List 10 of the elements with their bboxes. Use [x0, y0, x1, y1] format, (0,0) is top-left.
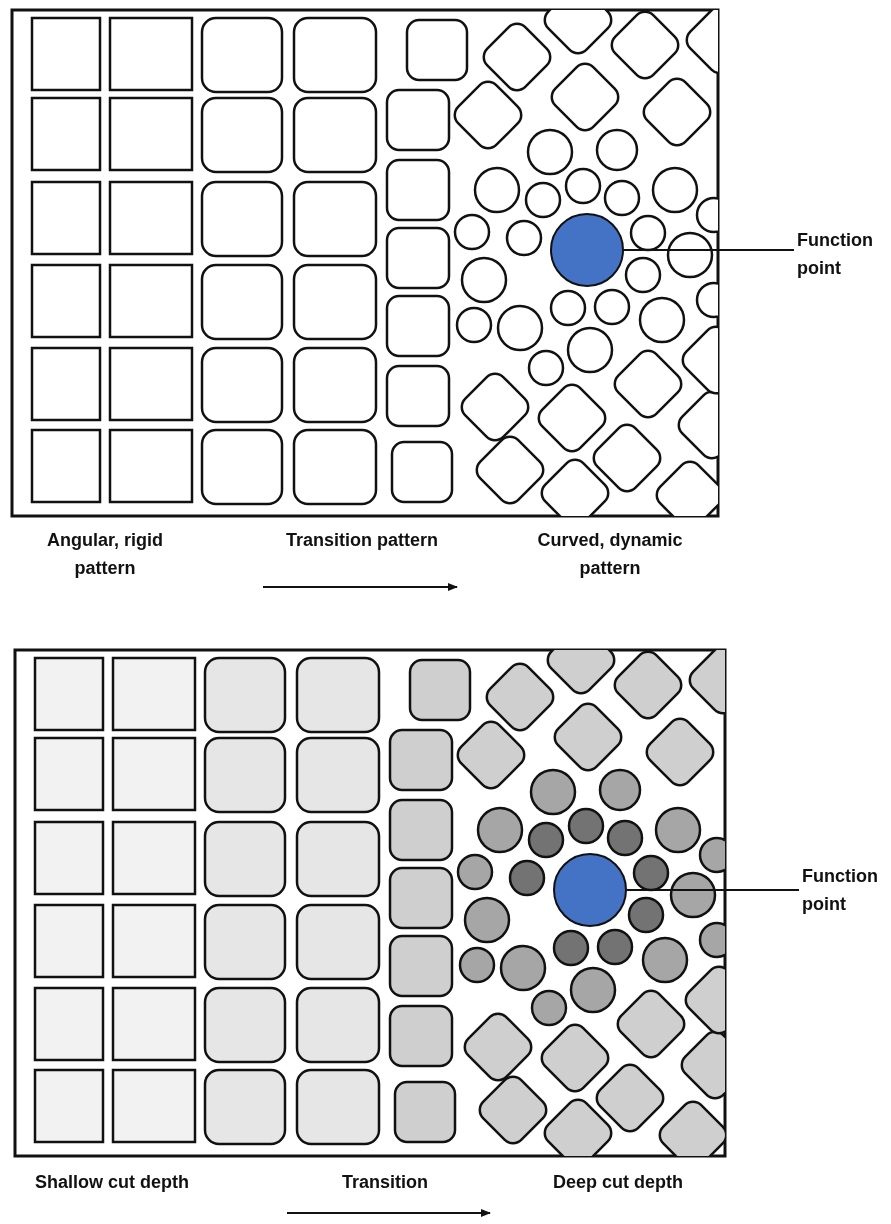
caption-text: Angular, rigid pattern — [46, 529, 164, 580]
caption-text: Deep cut depth — [552, 1171, 684, 1194]
callout-text: Function point — [802, 862, 891, 918]
caption-text: Transition pattern — [285, 529, 439, 552]
leader-line — [623, 249, 795, 251]
caption-text: Shallow cut depth — [34, 1171, 190, 1194]
callout-text: Function point — [797, 226, 887, 282]
caption-text: Transition — [341, 1171, 429, 1194]
caption-text: Curved, dynamic pattern — [536, 529, 684, 580]
leader-line — [626, 889, 800, 891]
